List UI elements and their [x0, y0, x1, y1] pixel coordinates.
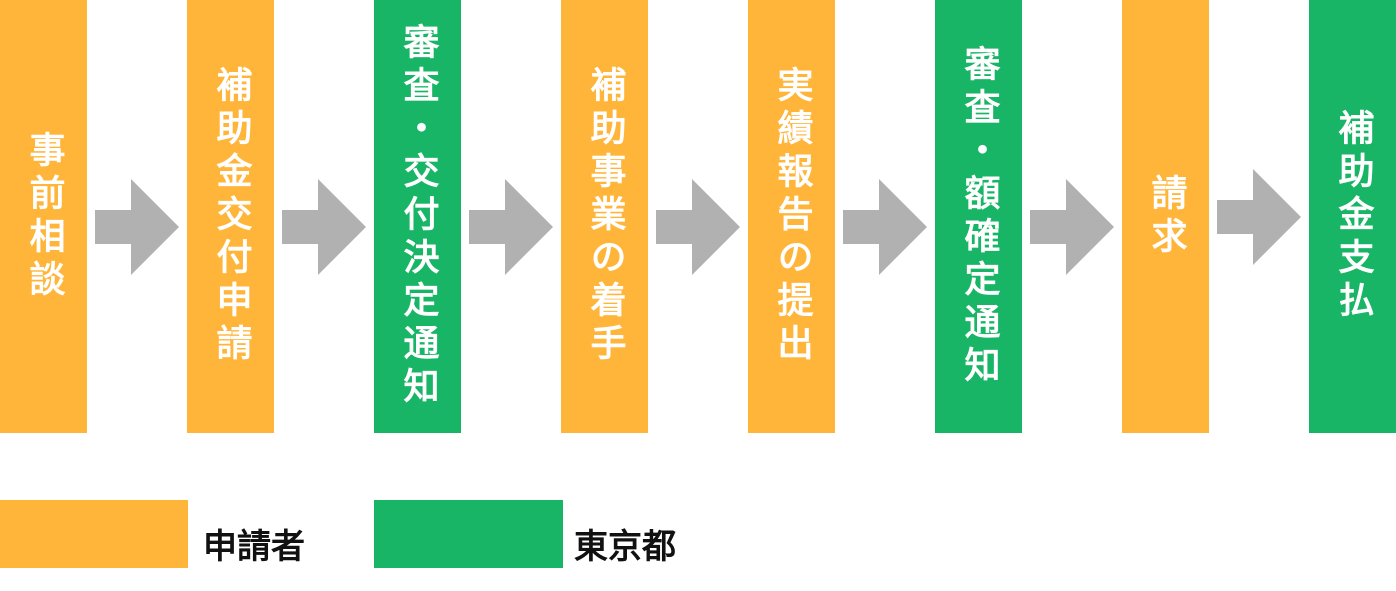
right-arrow-icon — [843, 177, 929, 277]
step-2: 補助金交付申請 — [187, 0, 274, 433]
step-1: 事前相談 — [0, 0, 87, 433]
step-4: 補助事業の着手 — [561, 0, 648, 433]
step-6: 審査・額確定通知 — [935, 0, 1022, 433]
step-4-label: 補助事業の着手 — [584, 66, 626, 367]
right-arrow-icon — [1217, 167, 1303, 267]
right-arrow-icon — [656, 177, 742, 277]
legend-applicant-label: 申請者 — [203, 527, 305, 567]
step-7-label: 請求 — [1145, 173, 1187, 260]
step-7: 請求 — [1122, 0, 1209, 433]
legend-tokyo-swatch — [374, 500, 563, 568]
step-3: 審査・交付決定通知 — [374, 0, 461, 433]
legend-tokyo-label: 東京都 — [574, 527, 676, 567]
step-5: 実績報告の提出 — [748, 0, 835, 433]
right-arrow-icon — [282, 177, 368, 277]
right-arrow-icon — [1030, 177, 1116, 277]
step-3-label: 審査・交付決定通知 — [397, 23, 439, 410]
step-8: 補助金支払 — [1309, 0, 1396, 433]
step-8-label: 補助金支払 — [1332, 109, 1374, 324]
right-arrow-icon — [469, 177, 555, 277]
legend-applicant-swatch — [0, 500, 188, 568]
step-2-label: 補助金交付申請 — [210, 66, 252, 367]
step-5-label: 実績報告の提出 — [771, 66, 813, 367]
right-arrow-icon — [95, 177, 181, 277]
step-6-label: 審査・額確定通知 — [958, 44, 1000, 389]
step-1-label: 事前相談 — [23, 130, 65, 303]
